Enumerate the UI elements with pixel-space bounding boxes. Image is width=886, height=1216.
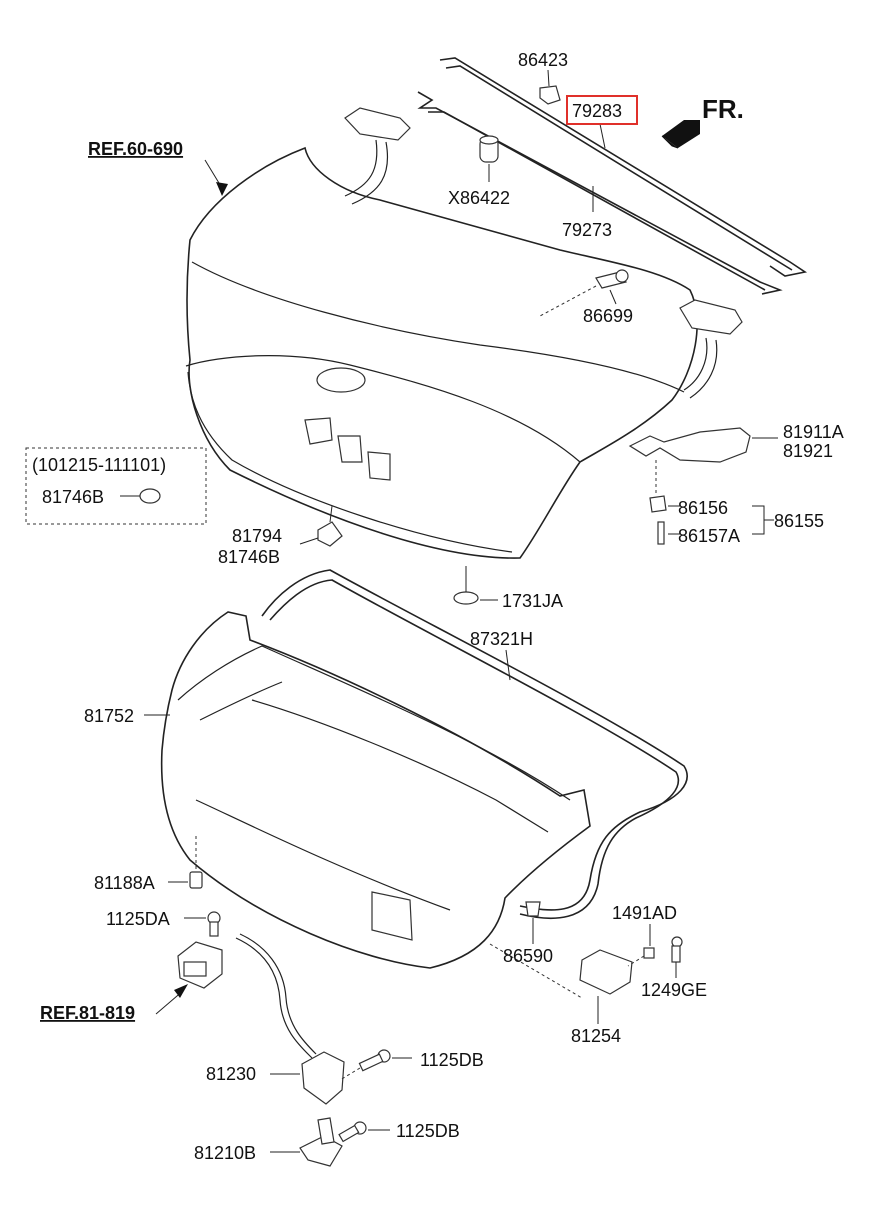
part-label-81188A[interactable]: 81188A [94, 873, 155, 893]
part-label-86156[interactable]: 86156 [678, 498, 728, 518]
torsion-bar-79283 [439, 57, 808, 277]
clip-86590 [525, 901, 541, 944]
part-label-81746B[interactable]: 81746B [218, 547, 280, 567]
bolt-1125DB-b [338, 1121, 390, 1143]
part-label-81794[interactable]: 81794 [232, 526, 282, 546]
hinge-right [679, 299, 743, 399]
bushing-X86422 [479, 135, 499, 182]
part-label-1125DB-b[interactable]: 1125DB [396, 1121, 460, 1141]
latch-81230 [270, 1051, 345, 1105]
part-label-79283[interactable]: 79283 [572, 101, 622, 121]
part-label-1249GE[interactable]: 1249GE [641, 980, 707, 1000]
striker-81210B [270, 1117, 343, 1167]
ref-label-60-690[interactable]: REF.60-690 [88, 139, 183, 159]
bracket-81911A [628, 427, 778, 463]
part-label-87321H[interactable]: 87321H [470, 629, 533, 649]
part-label-81752[interactable]: 81752 [84, 706, 134, 726]
bumper-81794 [299, 505, 343, 547]
trunk-lid [185, 146, 698, 559]
release-cable [235, 933, 317, 1059]
part-label-81254[interactable]: 81254 [571, 1026, 621, 1046]
variant-box [25, 447, 207, 525]
bumper-81188A [168, 836, 203, 889]
part-label-81230[interactable]: 81230 [206, 1064, 256, 1084]
part-label-1125DB-a[interactable]: 1125DB [420, 1050, 484, 1070]
part-label-81911A[interactable]: 81911A [783, 422, 844, 442]
clip-86423 [539, 69, 561, 105]
clip-1491AD [627, 924, 655, 967]
grommet-81746B-box [120, 488, 161, 504]
part-label-86155[interactable]: 86155 [774, 511, 824, 531]
part-label-1125DA[interactable]: 1125DA [106, 909, 170, 929]
highlight-box-79283 [566, 95, 638, 125]
switch-81254 [489, 943, 633, 1024]
ref-81-819-arrow [155, 984, 188, 1015]
part-label-86699[interactable]: 86699 [583, 306, 633, 326]
bracket-86155 [752, 505, 774, 535]
front-direction-arrow [661, 120, 700, 149]
part-label-81921[interactable]: 81921 [783, 441, 833, 461]
part-label-86423[interactable]: 86423 [518, 50, 568, 70]
pin-86157A [657, 521, 680, 545]
bolt-86699 [539, 269, 629, 317]
variant-box-label: (101215-111101) [32, 455, 166, 475]
part-label-X86422[interactable]: X86422 [448, 188, 510, 208]
part-label-81210B[interactable]: 81210B [194, 1143, 256, 1163]
ref-60-690-arrow [204, 159, 228, 196]
torsion-bar-79273 [417, 91, 783, 295]
plug-1731JA [453, 566, 498, 605]
weatherstrip-87321H [261, 569, 688, 919]
hinge-left [344, 107, 411, 205]
part-label-86157A[interactable]: 86157A [678, 526, 740, 546]
key-cylinder-assy [177, 941, 223, 989]
leader-79283 [599, 123, 606, 149]
part-label-81746B-box[interactable]: 81746B [42, 487, 104, 507]
ref-label-81-819[interactable]: REF.81-819 [40, 1003, 135, 1023]
part-label-1491AD[interactable]: 1491AD [612, 903, 677, 923]
clip-86156 [649, 460, 680, 513]
front-label: FR. [702, 94, 744, 124]
bolt-1125DA [184, 911, 221, 937]
part-label-79273[interactable]: 79273 [562, 220, 612, 240]
part-label-86590[interactable]: 86590 [503, 946, 553, 966]
part-label-1731JA[interactable]: 1731JA [502, 591, 563, 611]
screw-1249GE [671, 936, 683, 978]
trim-panel-81752 [144, 611, 591, 969]
bolt-1125DB-a [339, 1049, 412, 1081]
